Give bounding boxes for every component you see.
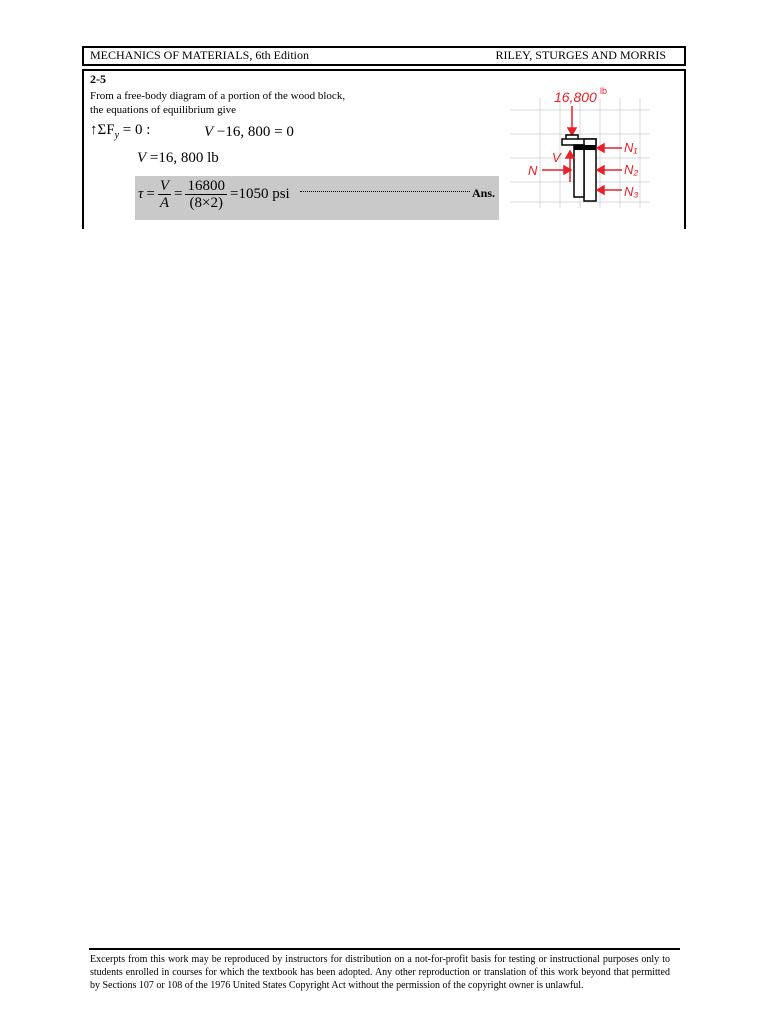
fraction-1-denominator: A: [159, 195, 170, 211]
free-body-diagram: 16,800 lb V N N₁ N₂ N₃: [510, 86, 650, 208]
problem-intro: From a free-body diagram of a portion of…: [90, 89, 420, 117]
shear-label: V: [552, 150, 562, 165]
sum-fy-equals: = 0 :: [122, 122, 151, 138]
wood-block: [561, 134, 597, 202]
label-n1: N₁: [624, 140, 638, 155]
load-unit: lb: [600, 86, 607, 96]
problem-number: 2-5: [90, 72, 106, 86]
copyright-notice: Excerpts from this work may be reproduce…: [90, 954, 670, 991]
sum-fy-symbol: ↑ΣF: [90, 122, 115, 138]
intro-line-1: From a free-body diagram of a portion of…: [90, 90, 346, 102]
fraction-numeric: 16800 (8×2): [185, 178, 227, 211]
normal-label-left: N: [528, 163, 538, 178]
intro-line-2: the equations of equilibrium give: [90, 104, 237, 116]
shear-symbol: V: [204, 124, 214, 140]
fraction-2-numerator: 16800: [185, 178, 227, 195]
shear-stress-formula: τ = V A = 16800 (8×2) =1050 psi: [138, 178, 290, 211]
shear-symbol-2: V: [137, 150, 147, 166]
tau-symbol: τ: [138, 186, 144, 202]
equilibrium-equation: V −16, 800 = 0: [204, 124, 294, 141]
leader-dots: [300, 190, 470, 192]
problem-frame: [82, 69, 686, 229]
load-label: 16,800: [554, 89, 597, 105]
fraction-2-denominator: (8×2): [189, 195, 223, 211]
label-n2: N₂: [624, 162, 638, 177]
normal-arrows-right: [595, 142, 622, 196]
load-arrow: [566, 106, 578, 137]
shear-arrow: [564, 149, 576, 182]
normal-arrow-left: [542, 164, 573, 176]
stress-result: =1050 psi: [229, 186, 290, 202]
equals-1: =: [146, 186, 155, 202]
shear-value: =16, 800 lb: [149, 150, 219, 166]
label-n3: N₃: [624, 184, 639, 199]
equals-2: =: [174, 186, 183, 202]
fraction-v-over-a: V A: [157, 178, 172, 211]
answer-highlight: [135, 176, 499, 220]
shear-result: V =16, 800 lb: [137, 150, 219, 167]
answer-label: Ans.: [472, 186, 496, 200]
equilibrium-expression: −16, 800 = 0: [216, 124, 294, 140]
glue-line: [574, 145, 596, 150]
sum-fy-subscript: y: [114, 130, 120, 141]
book-title: MECHANICS OF MATERIALS, 6th Edition: [90, 48, 310, 62]
book-authors: RILEY, STURGES AND MORRIS: [495, 48, 666, 62]
header-bar: [82, 46, 686, 66]
equilibrium-condition: ↑ΣFy = 0 :: [90, 122, 150, 141]
fraction-1-numerator: V: [157, 178, 172, 195]
footer-rule: [89, 948, 680, 950]
